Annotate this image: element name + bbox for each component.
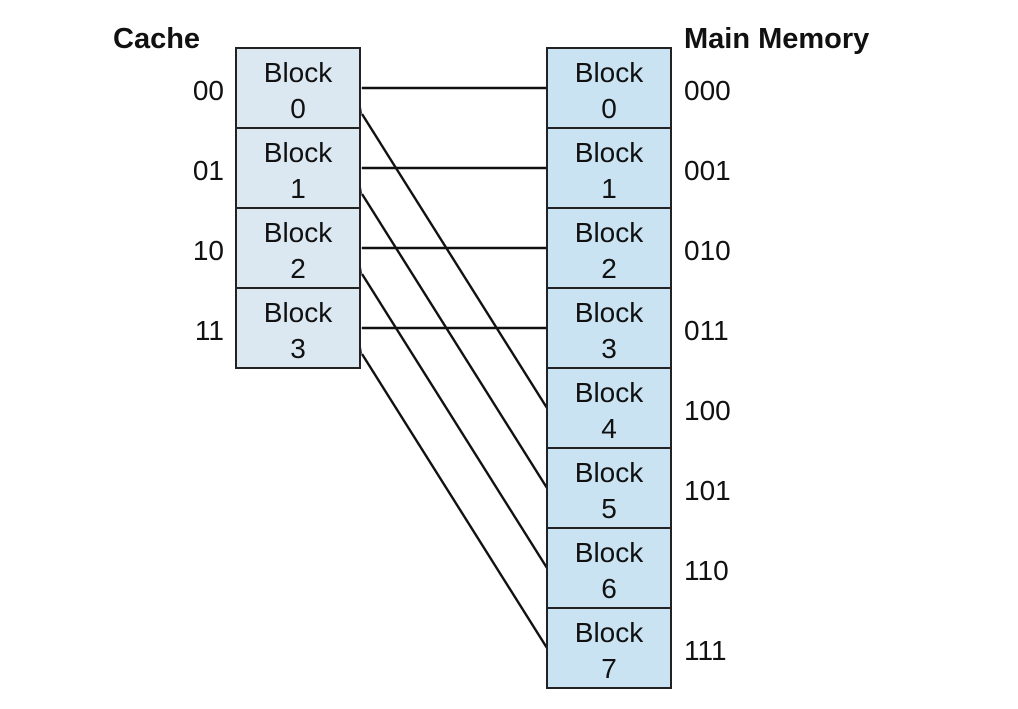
memory-address-label: 011 xyxy=(684,315,729,346)
memory-block-number: 2 xyxy=(601,253,617,284)
memory-block-4: Block 4 100 xyxy=(546,367,731,449)
memory-block-label: Block xyxy=(575,377,644,408)
cache-block-3: Block 3 11 xyxy=(195,287,361,369)
memory-block-5: Block 5 101 xyxy=(546,447,731,529)
memory-block-3: Block 3 011 xyxy=(546,287,729,369)
cache-block-rect xyxy=(235,287,361,369)
memory-address-label: 001 xyxy=(684,155,731,186)
memory-block-rect xyxy=(546,527,672,609)
cache-address-label: 11 xyxy=(195,315,224,346)
memory-block-label: Block xyxy=(575,57,644,88)
mapping-arrow-111 xyxy=(343,332,549,649)
memory-block-rect xyxy=(546,287,672,369)
memory-address-label: 101 xyxy=(684,475,731,506)
memory-block-number: 1 xyxy=(601,173,617,204)
main-memory-title: Main Memory xyxy=(684,23,869,55)
memory-block-label: Block xyxy=(575,297,644,328)
cache-block-rect xyxy=(235,207,361,289)
cache-title: Cache xyxy=(113,23,200,55)
memory-block-rect xyxy=(546,207,672,289)
cache-block-rect xyxy=(235,47,361,129)
memory-block-label: Block xyxy=(575,457,644,488)
memory-block-number: 6 xyxy=(601,573,617,604)
memory-block-number: 0 xyxy=(601,93,617,124)
mapping-arrow-100 xyxy=(343,92,549,409)
memory-address-label: 000 xyxy=(684,75,731,106)
memory-block-rect xyxy=(546,127,672,209)
cache-block-number: 3 xyxy=(290,333,306,364)
cache-block-label: Block xyxy=(264,137,333,168)
mapping-arrows xyxy=(342,79,549,649)
memory-address-label: 010 xyxy=(684,235,731,266)
memory-block-number: 3 xyxy=(601,333,617,364)
cache-address-label: 10 xyxy=(193,235,224,266)
mapping-arrow-110 xyxy=(343,252,549,569)
memory-blocks: Block0000Block1001Block2010Block3011Bloc… xyxy=(546,47,731,689)
cache-block-number: 0 xyxy=(290,93,306,124)
memory-block-2: Block 2 010 xyxy=(546,207,731,289)
memory-block-label: Block xyxy=(575,217,644,248)
memory-block-label: Block xyxy=(575,137,644,168)
memory-block-number: 7 xyxy=(601,653,617,684)
memory-block-label: Block xyxy=(575,537,644,568)
memory-block-number: 4 xyxy=(601,413,617,444)
memory-block-number: 5 xyxy=(601,493,617,524)
memory-block-label: Block xyxy=(575,617,644,648)
memory-block-1: Block 1 001 xyxy=(546,127,731,209)
memory-address-label: 111 xyxy=(684,635,727,666)
memory-block-rect xyxy=(546,607,672,689)
cache-block-number: 2 xyxy=(290,253,306,284)
memory-block-6: Block 6 110 xyxy=(546,527,729,609)
cache-block-2: Block 2 10 xyxy=(193,207,361,289)
memory-address-label: 100 xyxy=(684,395,731,426)
cache-block-label: Block xyxy=(264,297,333,328)
memory-block-7: Block 7 111 xyxy=(546,607,727,689)
cache-block-number: 1 xyxy=(290,173,306,204)
cache-block-label: Block xyxy=(264,57,333,88)
cache-block-1: Block 1 01 xyxy=(193,127,361,209)
memory-address-label: 110 xyxy=(684,555,729,586)
cache-block-label: Block xyxy=(264,217,333,248)
memory-block-rect xyxy=(546,47,672,129)
cache-address-label: 01 xyxy=(193,155,224,186)
mapping-arrow-101 xyxy=(343,172,549,489)
memory-block-rect xyxy=(546,447,672,529)
memory-block-rect xyxy=(546,367,672,449)
cache-address-label: 00 xyxy=(193,75,224,106)
